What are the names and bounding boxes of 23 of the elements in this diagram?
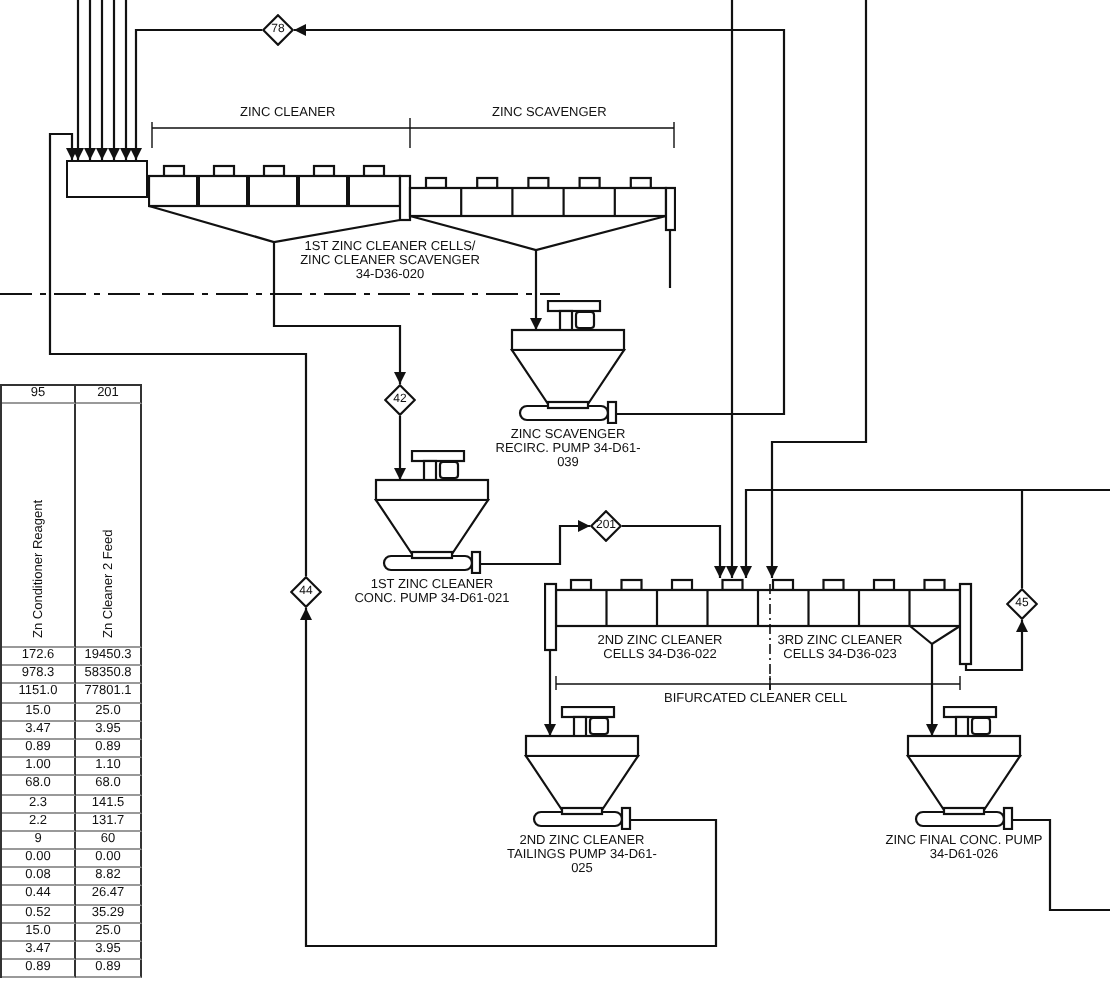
flow-line xyxy=(72,0,84,160)
flow-line xyxy=(622,524,726,578)
flow-line xyxy=(926,690,938,736)
flow-line xyxy=(766,0,868,578)
flow-line xyxy=(1020,490,1024,588)
flow-line xyxy=(480,520,590,566)
flow-line xyxy=(544,690,556,736)
flow-line xyxy=(84,0,96,160)
flow-line xyxy=(1012,818,1110,912)
distributor-box xyxy=(66,160,148,198)
flow-line xyxy=(130,28,262,160)
flow-line xyxy=(272,292,406,384)
flow-line xyxy=(300,608,718,948)
flow-line xyxy=(394,416,406,480)
flow-line xyxy=(120,0,132,160)
flow-line xyxy=(96,0,108,160)
flow-line xyxy=(530,292,542,330)
flow-line xyxy=(48,132,308,576)
flow-line xyxy=(108,0,120,160)
flow-line xyxy=(726,0,738,578)
flow-line xyxy=(1010,620,1028,672)
flow-line xyxy=(294,24,786,416)
flow-line xyxy=(740,488,1110,578)
